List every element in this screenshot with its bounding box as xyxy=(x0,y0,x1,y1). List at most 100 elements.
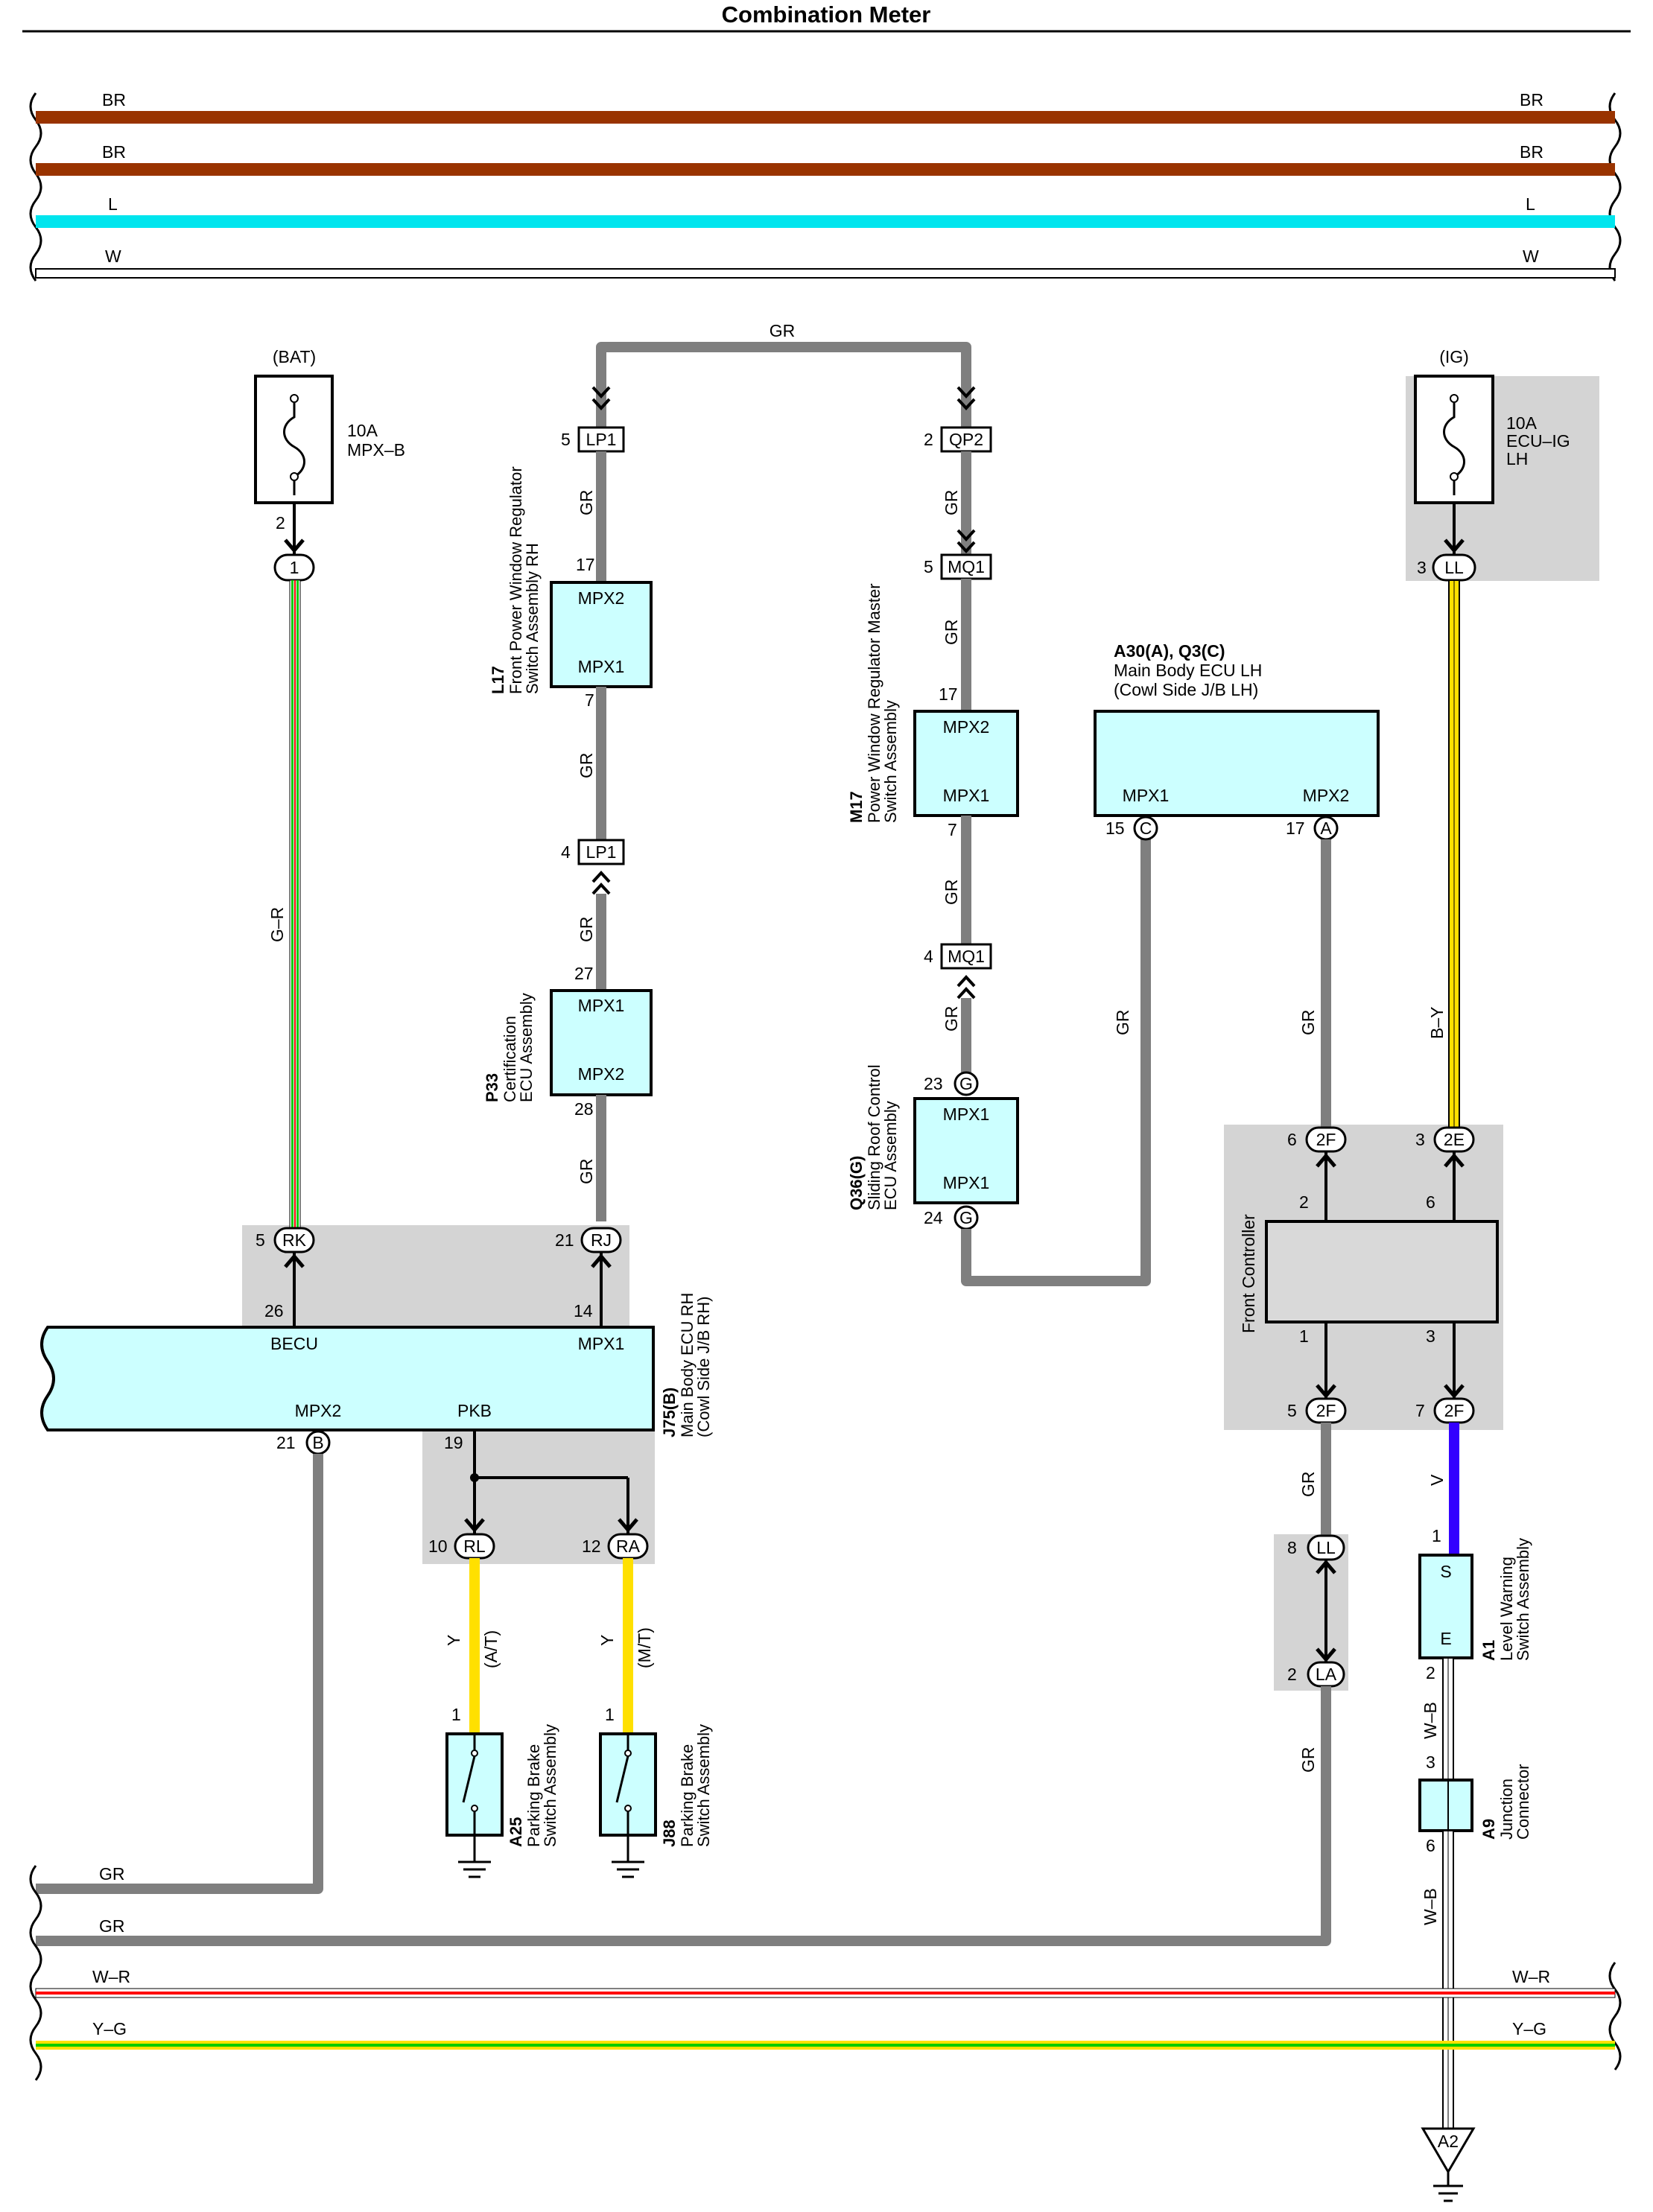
pin-number: 26 xyxy=(264,1301,284,1320)
component-name: Power Window Regulator Master xyxy=(865,583,883,823)
component-name: Connector xyxy=(1514,1764,1532,1840)
wire-label: GR xyxy=(1113,1010,1132,1036)
pin-number: 4 xyxy=(561,842,571,862)
component-name: Main Body ECU LH xyxy=(1114,661,1262,680)
connector-qp2 xyxy=(940,426,992,453)
pin-number: 5 xyxy=(256,1230,265,1250)
wire-label: GR xyxy=(577,490,596,516)
pin-number: 24 xyxy=(924,1208,943,1227)
arrow-up-icon xyxy=(591,1253,612,1268)
top-bus: BR BR BR BR L L W W xyxy=(29,90,1622,282)
pin-number: 5 xyxy=(924,557,933,576)
component-name: Parking Brake xyxy=(524,1744,543,1847)
pin-number: 6 xyxy=(1287,1130,1297,1149)
port-label: MPX2 xyxy=(578,1064,625,1084)
connector-label: LP1 xyxy=(586,842,617,862)
wire-l xyxy=(36,215,1615,228)
wire-label: BR xyxy=(102,90,126,109)
component-name: Certification xyxy=(501,1016,519,1102)
variant-label: (M/T) xyxy=(635,1627,654,1668)
front-controller-group: 2F 6 2E 3 2 6 Front Controller 1 3 2F 5 … xyxy=(1239,1126,1499,1424)
connector-mq1 xyxy=(940,553,992,580)
connector-lp1 xyxy=(577,426,625,453)
pin-number: 10 xyxy=(428,1536,448,1556)
pin-number: 8 xyxy=(1287,1538,1297,1557)
arrow-up-icon xyxy=(284,1253,305,1268)
wire-label: W xyxy=(105,247,121,266)
arrow-up-icon xyxy=(1444,1153,1465,1168)
component-name: Sliding Roof Control xyxy=(865,1064,883,1210)
connector-label: G xyxy=(959,1208,973,1227)
connector-label: A xyxy=(1320,819,1332,838)
component-name: ECU Assembly xyxy=(881,1101,900,1210)
wire-br-1 xyxy=(36,111,1615,124)
pin-number: 1 xyxy=(1432,1526,1441,1545)
pin-number: 12 xyxy=(582,1536,601,1556)
fuse-rating: 10A xyxy=(347,421,378,440)
wire-label: Y–G xyxy=(92,2019,127,2038)
port-label: MPX1 xyxy=(943,1105,990,1124)
wire-g-r: G–R xyxy=(267,579,301,1229)
connector-arrow-icon xyxy=(956,529,976,553)
component-name: Level Warning xyxy=(1497,1557,1516,1661)
connector-label: QP2 xyxy=(949,430,983,449)
connector-label: 2F xyxy=(1444,1401,1465,1420)
pin-number: 1 xyxy=(451,1705,461,1724)
pin-number: 17 xyxy=(1286,819,1305,838)
wire-label: W–B xyxy=(1421,1702,1440,1739)
pin-number: 17 xyxy=(939,684,958,704)
j88-group: 1 J88 Parking Brake Switch Assembly xyxy=(599,1705,713,1878)
wire-label: GR xyxy=(99,1864,125,1884)
fuse-ig-group: (IG) 10A ECU–IG LH LL 3 B–Y xyxy=(1414,347,1570,1128)
pin-number: 5 xyxy=(1287,1401,1297,1420)
connector-label: 2F xyxy=(1316,1401,1336,1420)
component-id: M17 xyxy=(847,791,866,823)
fuse-name: MPX–B xyxy=(347,440,405,460)
connector-label: 2E xyxy=(1444,1130,1465,1149)
wire-label: GR xyxy=(942,880,961,906)
port-label: MPX1 xyxy=(578,657,625,676)
pin-number: 14 xyxy=(574,1301,593,1320)
wire-label: GR xyxy=(942,1006,961,1032)
component-name: Switch Assembly xyxy=(694,1724,713,1847)
component-name: (Cowl Side J/B RH) xyxy=(694,1297,713,1437)
ll-la-group: LL 8 LA 2 xyxy=(1287,1534,1345,1688)
wire-gr-bottom-1 xyxy=(36,1454,323,1894)
wire-label: L xyxy=(1526,194,1535,214)
ground-icon xyxy=(1421,2127,1476,2174)
wire-label: W–R xyxy=(1512,1967,1550,1986)
port-label: MPX1 xyxy=(943,786,990,805)
arrow-up-icon xyxy=(1316,1560,1336,1574)
arrow-down-icon xyxy=(464,1518,485,1533)
connector-label: RJ xyxy=(591,1230,612,1250)
component-name: Main Body ECU RH xyxy=(678,1293,697,1437)
pin-number: 21 xyxy=(276,1433,296,1452)
wire-label: GR xyxy=(942,490,961,516)
connector-label: LP1 xyxy=(586,430,617,449)
fuse-icon xyxy=(283,398,305,495)
p33-group: GR 27 MPX1 MPX2 28 GR P33 Certification … xyxy=(483,894,653,1221)
fuse-name: LH xyxy=(1506,449,1528,468)
connector-label: LL xyxy=(1316,1538,1336,1557)
pin-number: 2 xyxy=(1299,1192,1309,1212)
bus-break-right xyxy=(1608,1962,1622,2070)
pin-number: 15 xyxy=(1105,819,1125,838)
wire-br-2 xyxy=(36,163,1615,176)
component-name: Switch Assembly xyxy=(881,700,900,823)
connector-label: LA xyxy=(1316,1665,1337,1684)
source-label: (BAT) xyxy=(273,347,316,366)
pin-number: 5 xyxy=(561,430,571,449)
connector-arrow-icon xyxy=(591,871,611,895)
arrow-down-icon xyxy=(284,538,305,553)
pin-number: 27 xyxy=(574,964,594,983)
fuse-rating: 10A xyxy=(1506,413,1538,433)
component-id: A9 xyxy=(1479,1819,1498,1840)
arrow-up-icon xyxy=(1316,1153,1336,1168)
source-label: (IG) xyxy=(1439,347,1469,366)
component-name: Front Power Window Regulator xyxy=(507,466,525,694)
l17-component xyxy=(550,581,653,688)
component-name: ECU Assembly xyxy=(517,993,536,1102)
connector-mq1 xyxy=(940,943,992,970)
arrow-down-icon xyxy=(1444,538,1465,553)
